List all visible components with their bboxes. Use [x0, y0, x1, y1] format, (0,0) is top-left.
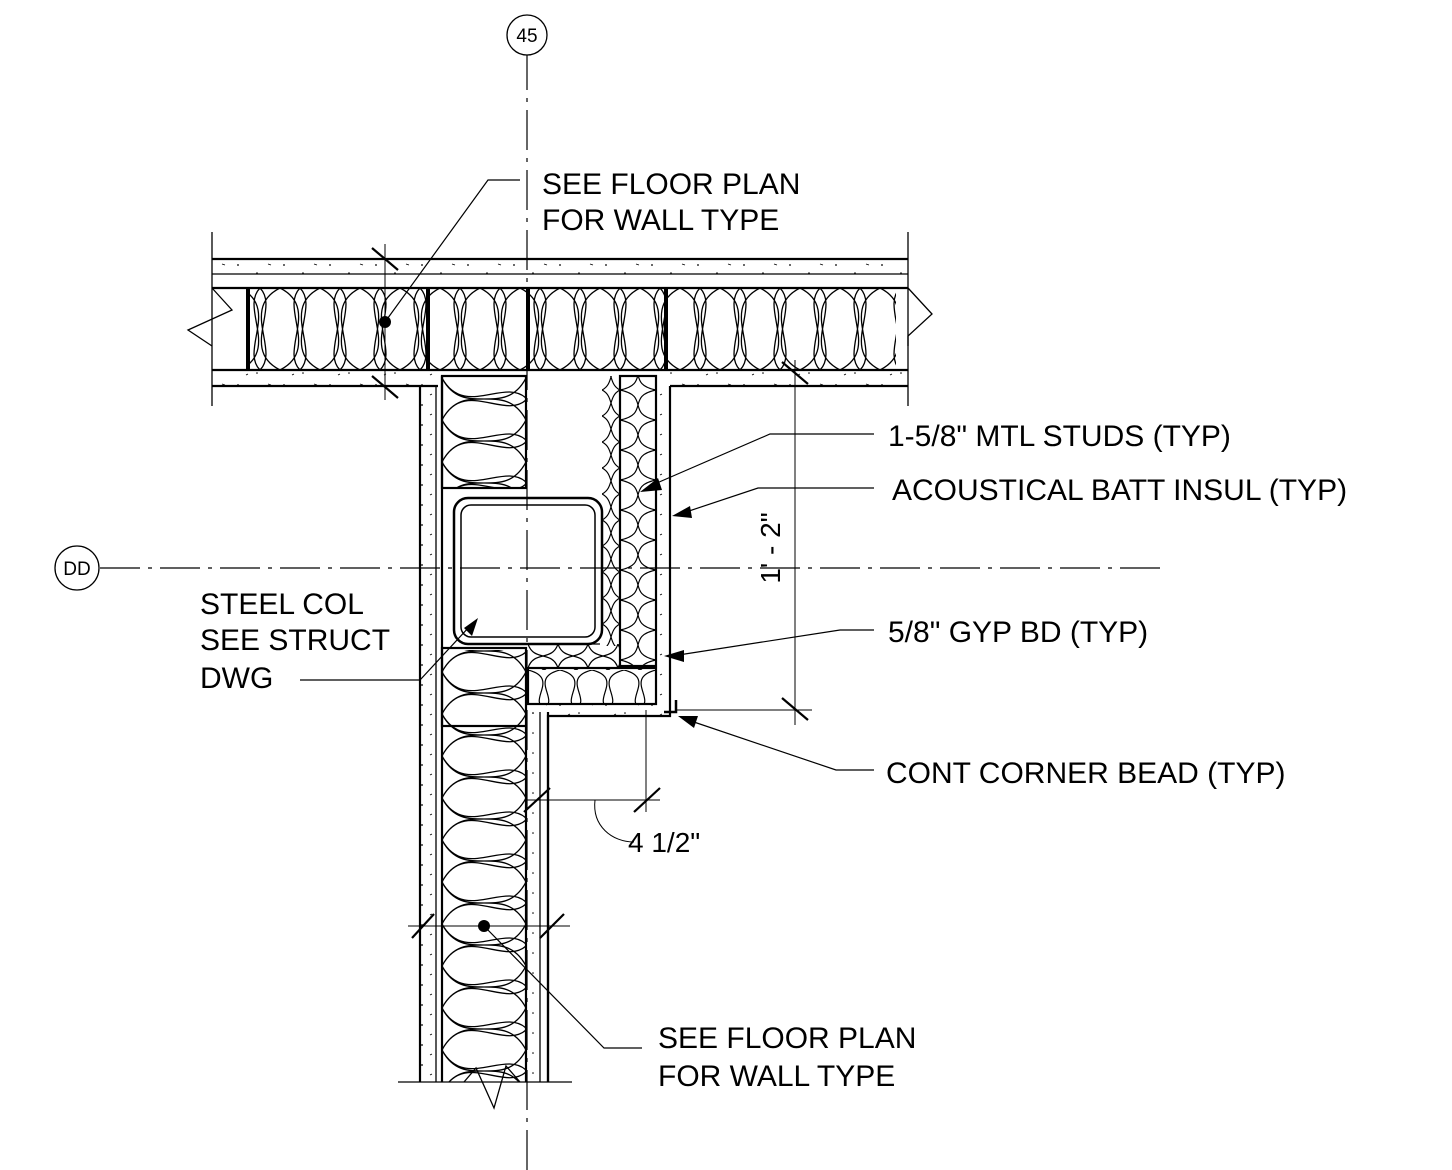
enclosure-stud-vertical — [620, 376, 656, 666]
lower-batt-block — [442, 650, 526, 726]
note-bottom-wall-type-2: FOR WALL TYPE — [658, 1060, 895, 1093]
grid-bubble-dd-label: DD — [63, 559, 90, 580]
top-wall — [186, 232, 933, 406]
leader-gyp — [671, 629, 874, 657]
note-bottom-wall-type-1: SEE FLOOR PLAN — [658, 1022, 916, 1055]
top-wall-stud-1 — [246, 288, 250, 370]
grid-bubble-45: 45 — [506, 14, 548, 56]
grid-bubble-45-label: 45 — [516, 26, 537, 47]
note-steel-col-3: DWG — [200, 662, 273, 695]
arrow-steel-col — [464, 618, 478, 636]
top-wall-stud-2 — [426, 288, 430, 370]
leader-steel-col — [300, 625, 471, 681]
note-batt-insul: ACOUSTICAL BATT INSUL (TYP) — [892, 474, 1347, 507]
dim-furring-offset: 4 1/2" — [628, 827, 700, 858]
top-wall-break-right — [907, 287, 933, 346]
top-wall-gyp-inner — [212, 372, 436, 386]
leader-dot-bottom — [478, 920, 490, 932]
top-wall-gyp-outer — [212, 259, 908, 274]
note-steel-col-2: SEE STRUCT — [200, 624, 390, 657]
vertical-wall-gyp-left — [420, 386, 436, 1082]
arrow-corner-bead — [678, 716, 698, 728]
leader-bottom-wall-type — [483, 925, 642, 1049]
annotations: SEE FLOOR PLAN FOR WALL TYPE 1-5/8" MTL … — [200, 168, 1347, 1093]
dimensions: 1' - 2" 4 1/2" — [371, 244, 812, 939]
dim-furring-depth: 1' - 2" — [755, 512, 786, 583]
vertical-wall-break — [463, 1064, 521, 1110]
enclosure-stud-return — [528, 668, 656, 704]
grid-bubble-dd: DD — [54, 545, 100, 591]
note-top-wall-type-2: FOR WALL TYPE — [542, 204, 779, 237]
note-gyp-bd: 5/8" GYP BD (TYP) — [888, 616, 1148, 649]
enclosure-narrow-batt — [602, 376, 620, 646]
enclosure-batt-under-col — [528, 644, 620, 668]
note-steel-col-1: STEEL COL — [200, 588, 364, 621]
enclosure-gyp-right — [656, 386, 670, 712]
arrow-gyp — [664, 650, 684, 662]
leader-dot-top — [379, 316, 391, 328]
top-wall-stud-4 — [664, 288, 668, 370]
top-wall-batt-insulation — [246, 288, 896, 370]
note-top-wall-type-1: SEE FLOOR PLAN — [542, 168, 800, 201]
enclosure-gyp-bottom — [526, 704, 670, 716]
steel-column — [452, 496, 604, 646]
leader-corner-bead — [687, 719, 874, 771]
vertical-wall — [398, 374, 572, 1110]
note-corner-bead: CONT CORNER BEAD (TYP) — [886, 757, 1285, 790]
top-wall-gyp-inner-right — [670, 372, 908, 386]
column-enclosure — [526, 374, 678, 1082]
top-wall-stud-3 — [526, 288, 530, 370]
leader-batt — [679, 487, 874, 515]
leader-studs — [649, 433, 874, 487]
upper-batt-block — [442, 378, 526, 488]
vertical-wall-gyp-right — [526, 712, 540, 1082]
note-studs: 1-5/8" MTL STUDS (TYP) — [888, 420, 1231, 453]
arrow-batt — [672, 506, 692, 518]
top-wall-break-left — [186, 287, 234, 347]
arrow-studs — [640, 478, 662, 492]
corner-bead — [664, 700, 678, 714]
lower-wall-batt — [442, 726, 526, 1082]
leader-top-wall-type — [384, 179, 520, 323]
